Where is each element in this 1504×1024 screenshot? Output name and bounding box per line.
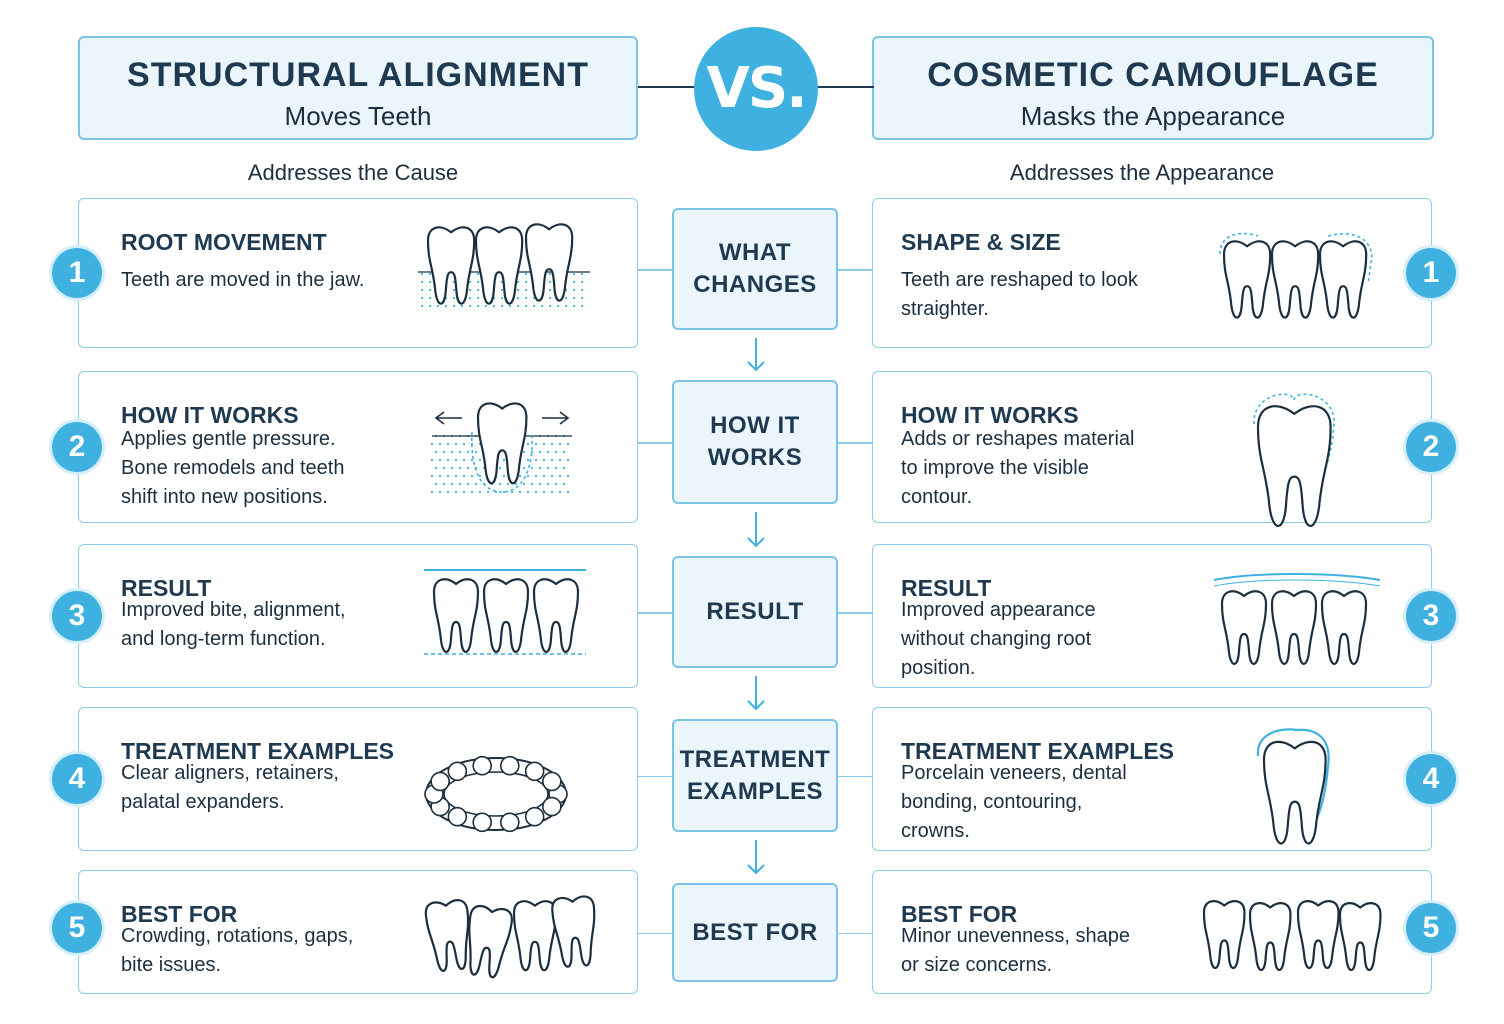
right-row-title-4: TREATMENT EXAMPLES [901,738,1175,764]
header-connector-right [816,86,874,88]
reshaped-teeth-icon [1219,232,1373,319]
aligner-tray-icon [424,755,568,833]
vs-badge: VS. [694,27,818,151]
tooth-shifting-icon [430,402,572,494]
left-row-title-4: TREATMENT EXAMPLES [121,738,395,764]
left-row-text-3: Improved bite, alignment,and long-term f… [121,599,346,650]
left-addresses-label: Addresses the Cause [247,160,459,185]
left-header-title: STRUCTURAL ALIGNMENT [127,56,589,94]
left-row-text-2: Applies gentle pressure.Bone remodels an… [121,428,345,508]
left-row-text-1: Teeth are moved in the jaw. [121,269,365,291]
uneven-teeth-icon [1202,900,1382,972]
left-row-title-2: HOW IT WORKS [121,402,299,428]
left-row-title-5: BEST FOR [121,901,238,927]
aligned-teeth-icon [424,569,586,655]
right-row-title-3: RESULT [901,575,992,601]
left-row-number-1: 1 [52,248,102,298]
tooth-contour-icon [1253,393,1335,527]
right-row-card-2 [872,371,1432,523]
down-arrow-icon [747,840,765,875]
right-row-title-5: BEST FOR [901,901,1018,927]
down-arrow-icon [747,338,765,372]
right-row-title-2: HOW IT WORKS [901,402,1079,428]
right-row-number-1: 1 [1406,248,1456,298]
even-teeth-icon [1213,573,1381,666]
left-row-text-5: Crowding, rotations, gaps,bite issues. [121,925,354,976]
connector-left-1 [638,269,672,271]
connector-left-4 [638,775,672,777]
left-header-subtitle: Moves Teeth [284,101,432,131]
right-addresses-label: Addresses the Appearance [1009,160,1275,185]
right-row-number-2: 2 [1406,422,1456,472]
right-header: COSMETIC CAMOUFLAGE Masks the Appearance [872,36,1434,140]
down-arrow-icon [747,676,765,711]
crowded-teeth-icon [424,895,596,979]
connector-left-5 [638,932,672,934]
down-arrow-icon [747,512,765,548]
left-row-card-2 [78,371,638,523]
connector-right-4 [838,775,872,777]
left-row-number-4: 4 [52,754,102,804]
connector-right-1 [838,269,872,271]
right-row-number-3: 3 [1406,591,1456,641]
middle-label-text-5: BEST FOR [692,918,818,946]
right-row-number-5: 5 [1406,903,1456,953]
left-row-title-1: ROOT MOVEMENT [121,229,327,255]
connector-right-3 [838,612,872,614]
connector-left-2 [638,442,672,444]
connector-right-5 [838,932,872,934]
right-row-card-4 [872,707,1432,851]
right-header-title: COSMETIC CAMOUFLAGE [927,56,1379,94]
middle-label-5: BEST FOR [672,883,838,982]
left-row-title-3: RESULT [121,575,212,601]
left-row-number-2: 2 [52,422,102,472]
left-row-number-3: 3 [52,591,102,641]
teeth-in-jaw-icon [418,223,590,308]
middle-label-3: RESULT [672,556,838,668]
right-row-number-4: 4 [1406,754,1456,804]
left-row-text-4: Clear aligners, retainers,palatal expand… [121,762,339,813]
middle-label-text-3: RESULT [706,598,804,625]
left-row-number-5: 5 [52,903,102,953]
connector-right-2 [838,442,872,444]
right-header-subtitle: Masks the Appearance [1020,101,1286,131]
veneer-tooth-icon [1256,728,1330,845]
left-header: STRUCTURAL ALIGNMENT Moves Teeth [78,36,638,140]
right-row-card-5 [872,870,1432,994]
right-row-title-1: SHAPE & SIZE [901,229,1061,255]
header-connector-left [638,86,696,88]
connector-left-3 [638,612,672,614]
